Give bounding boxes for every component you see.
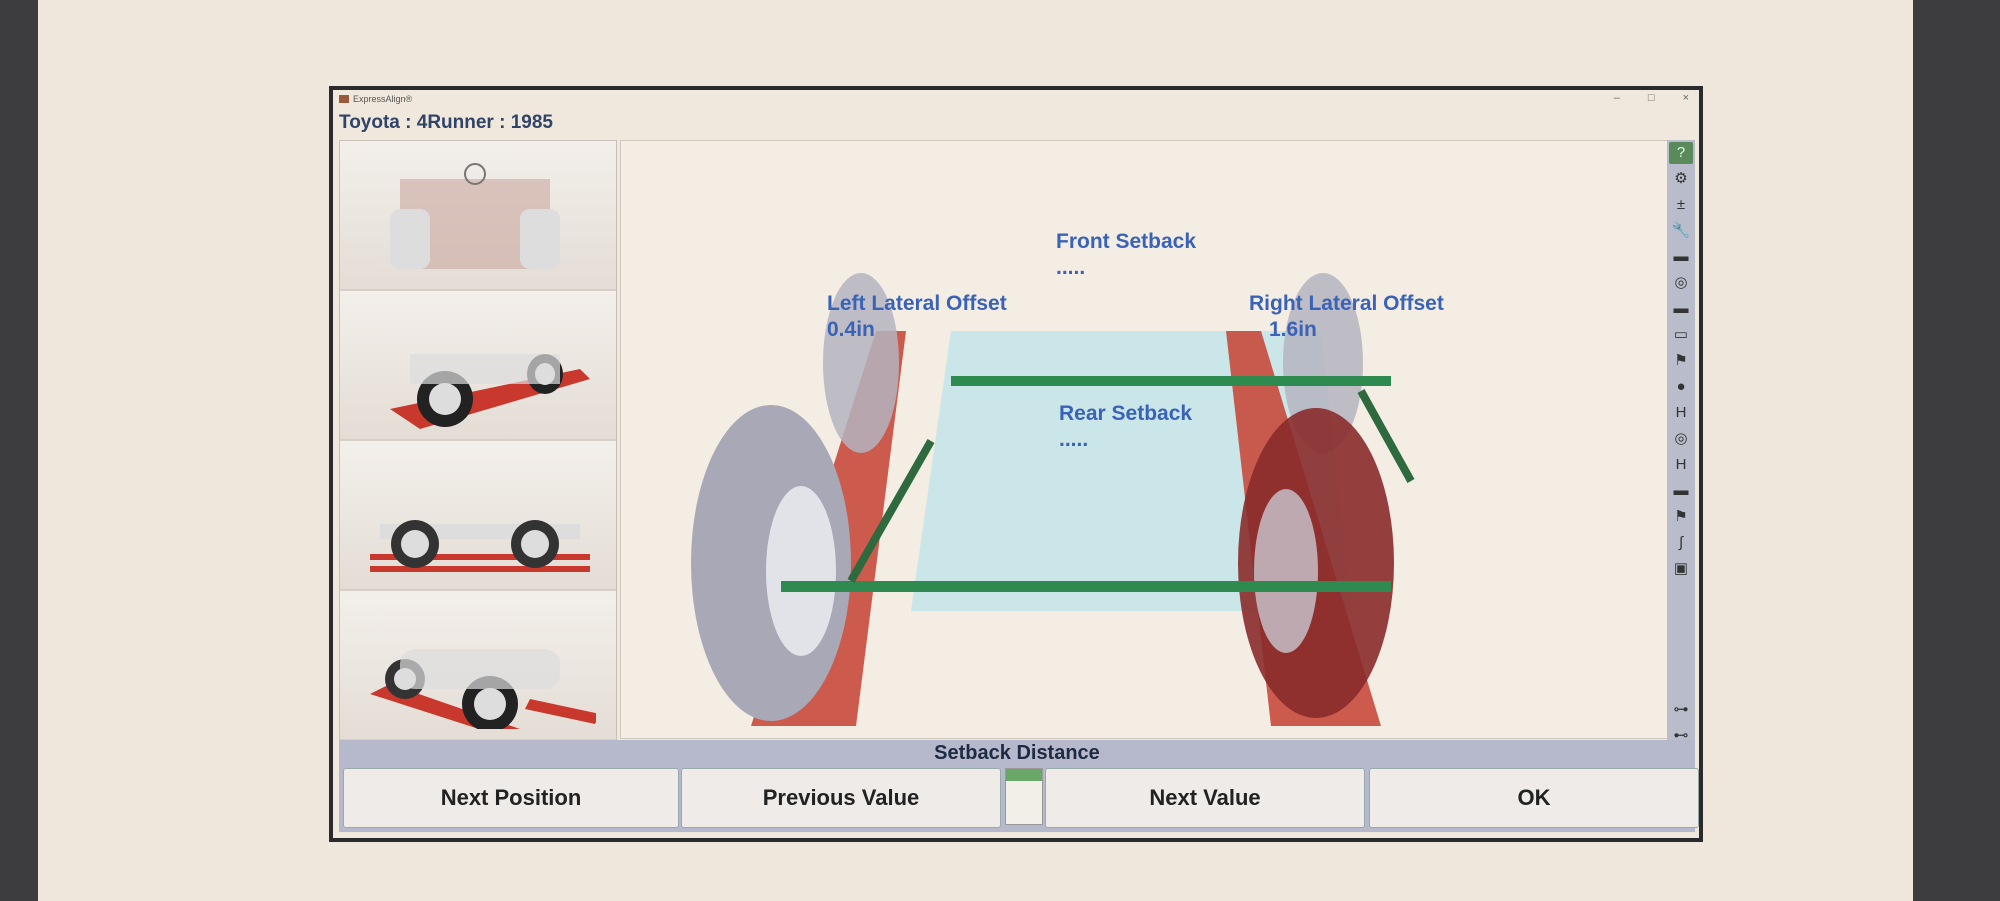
help-icon[interactable]: ?	[1669, 142, 1693, 164]
view-thumb-front-left[interactable]	[340, 291, 616, 441]
view-thumb-top[interactable]	[340, 141, 616, 291]
bottom-panel: Setback Distance Next Position Previous …	[339, 740, 1699, 832]
specs-icon[interactable]: ⚙	[1674, 170, 1688, 187]
axle-icon[interactable]: ⊷	[1673, 727, 1689, 744]
left-lateral-offset-label: Left Lateral Offset	[827, 292, 1007, 315]
next-position-button[interactable]: Next Position	[343, 768, 679, 828]
measurement-title: Setback Distance	[934, 742, 1100, 764]
app-title: ExpressAlign®	[353, 94, 413, 104]
rear-setback-value: .....	[1059, 428, 1089, 451]
rear-setback-label: Rear Setback	[1059, 402, 1193, 425]
axle-icon[interactable]: ⊶	[1673, 701, 1689, 718]
gauge-icon[interactable]: ▬	[1673, 482, 1689, 499]
maximize-button[interactable]: □	[1647, 92, 1655, 104]
paper-background: ExpressAlign® – □ × Toyota : 4Runner : 1…	[38, 0, 1913, 901]
app-window: ExpressAlign® – □ × Toyota : 4Runner : 1…	[329, 86, 1703, 842]
right-toolbar: ? ⚙ ± 🔧 ▬ ◎ ▬ ▭ ⚑ ● H ◎ H ▬ ⚑ ∫ ▣ ⊶ ⊷	[1667, 140, 1695, 747]
chassis-icon[interactable]: H	[1675, 456, 1687, 473]
flag-icon[interactable]: ⚑	[1674, 508, 1688, 525]
right-lateral-offset-value: 1.6in	[1269, 318, 1317, 341]
view-thumb-rear-left[interactable]	[340, 591, 616, 741]
right-lateral-offset-label: Right Lateral Offset	[1249, 292, 1444, 315]
front-setback-value: .....	[1056, 256, 1086, 279]
wheel-icon[interactable]: ◎	[1674, 430, 1688, 447]
chassis-icon[interactable]: H	[1675, 404, 1687, 421]
view-thumb-side[interactable]	[340, 441, 616, 591]
next-value-button[interactable]: Next Value	[1045, 768, 1365, 828]
position-indicator	[1005, 768, 1043, 825]
wrench-icon[interactable]: 🔧	[1671, 222, 1691, 239]
vehicle-title: Toyota : 4Runner : 1985	[339, 112, 553, 133]
setback-3d-view: Front Setback ..... Left Lateral Offset …	[620, 140, 1684, 739]
wheel-icon[interactable]: ◎	[1674, 274, 1688, 291]
previous-value-button[interactable]: Previous Value	[681, 768, 1001, 828]
rear-axle	[781, 581, 1391, 592]
minimize-button[interactable]: –	[1613, 92, 1620, 104]
view-selector	[339, 140, 617, 742]
front-right-tire	[1283, 273, 1363, 453]
title-bar: ExpressAlign® – □ ×	[333, 90, 1699, 108]
front-axle	[951, 376, 1391, 386]
front-setback-label: Front Setback	[1056, 230, 1197, 253]
hose-icon[interactable]: ∫	[1678, 534, 1684, 551]
left-lateral-offset-value: 0.4in	[827, 318, 875, 341]
vehicle-3d-scene	[691, 273, 1415, 726]
printer-icon[interactable]: ▭	[1673, 326, 1689, 343]
values-icon[interactable]: ±	[1676, 196, 1686, 213]
flag-icon[interactable]: ⚑	[1674, 352, 1688, 369]
app-icon	[339, 95, 349, 103]
close-button[interactable]: ×	[1682, 92, 1689, 104]
gauge-icon[interactable]: ▬	[1673, 300, 1689, 317]
ok-button[interactable]: OK	[1369, 768, 1699, 828]
tire-icon[interactable]: ●	[1676, 378, 1686, 395]
camera-icon[interactable]: ▣	[1673, 560, 1689, 577]
gauge-icon[interactable]: ▬	[1673, 248, 1689, 265]
front-left-tire	[823, 273, 899, 453]
indicator-light	[1006, 769, 1042, 781]
